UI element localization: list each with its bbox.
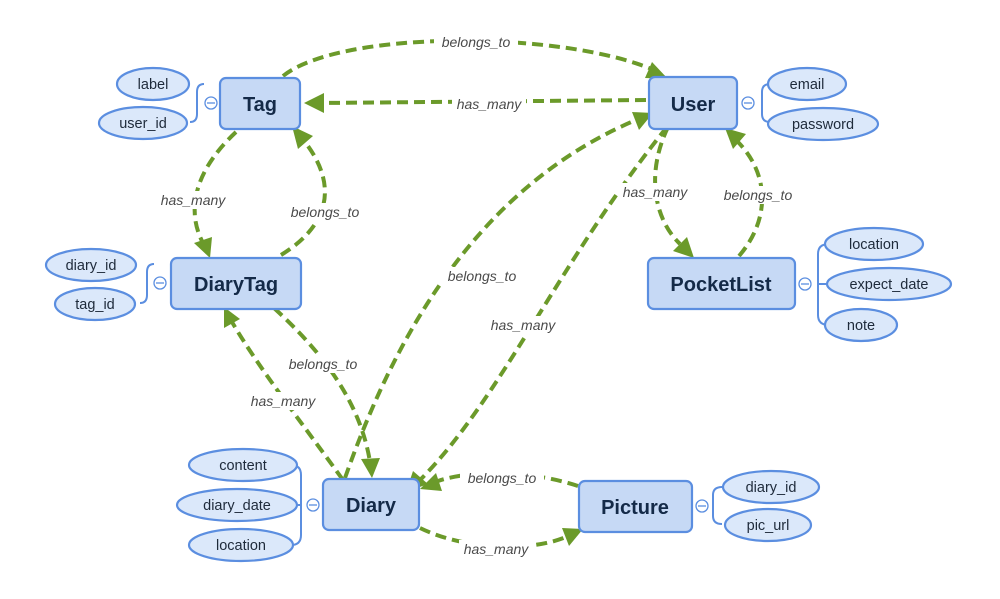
arrowhead [632, 112, 653, 130]
relation-diarytag-diary-belongs-to[interactable] [272, 306, 372, 463]
attribute-tag-id[interactable] [53, 286, 137, 322]
entity-user[interactable]: email password User [647, 66, 880, 142]
entity-tag[interactable]: label user_id Tag [97, 66, 302, 141]
attribute-location[interactable] [823, 226, 925, 262]
relation-diarytag-tag-belongs-to[interactable] [279, 140, 327, 257]
entity-box[interactable] [169, 256, 303, 311]
entity-title: Tag [243, 94, 277, 116]
attribute-text: tag_id [75, 297, 115, 313]
entity-box[interactable] [647, 75, 739, 131]
entity-picture[interactable]: diary_id pic_url Picture [577, 469, 821, 543]
entity-title: Diary [346, 495, 397, 517]
entity-box[interactable] [218, 76, 302, 131]
attribute-content[interactable] [187, 447, 299, 483]
arrowhead [562, 528, 583, 546]
bracket [139, 263, 155, 304]
arrowhead [673, 237, 694, 258]
attribute-text: diary_date [203, 498, 271, 514]
arrowhead [194, 237, 212, 258]
relation-label: has_many [491, 317, 557, 333]
arrowhead [645, 62, 668, 79]
bracket [761, 83, 771, 123]
attribute-diary-id[interactable] [721, 469, 821, 505]
relation-tag-diarytag-has-many[interactable] [192, 130, 238, 244]
relation-label: belongs_to [448, 268, 517, 284]
relation-label: has_many [161, 192, 227, 208]
attribute-text: location [216, 538, 266, 554]
relation-labels: belongs_to has_many has_many belongs_to … [156, 33, 800, 558]
entity-box[interactable] [646, 256, 797, 311]
bracket [712, 486, 723, 525]
attribute-text: pic_url [747, 518, 790, 534]
attribute-password[interactable] [766, 106, 880, 142]
relation-label: has_many [623, 184, 689, 200]
attribute-diary-date[interactable] [175, 487, 299, 523]
relation-label: has_many [251, 393, 317, 409]
entity-title: User [671, 94, 716, 116]
arrowhead [292, 126, 313, 149]
attribute-text: label [138, 77, 169, 93]
attribute-note[interactable] [823, 307, 899, 343]
attribute-text: diary_id [746, 480, 797, 496]
arrowhead [725, 128, 746, 149]
relation-label: belongs_to [724, 187, 793, 203]
entity-title: DiaryTag [194, 274, 278, 296]
relation-diary-user-belongs-to[interactable] [343, 118, 637, 479]
attribute-text: content [219, 458, 267, 474]
relation-label: has_many [464, 541, 530, 557]
relation-label: belongs_to [442, 34, 511, 50]
relation-label: belongs_to [289, 356, 358, 372]
entity-diarytag[interactable]: diary_id tag_id DiaryTag [44, 247, 303, 322]
entity-box[interactable] [577, 479, 694, 534]
entity-pocketlist[interactable]: location expect_date note PocketList [646, 226, 953, 343]
attribute-text: note [847, 318, 875, 334]
entity-diary[interactable]: content diary_date location Diary [175, 447, 421, 563]
attribute-user-id[interactable] [97, 105, 189, 141]
arrowhead [361, 458, 380, 478]
relation-label: belongs_to [291, 204, 360, 220]
arrowhead [224, 307, 240, 328]
attribute-text: email [790, 77, 825, 93]
attribute-text: diary_id [66, 258, 117, 274]
entity-title: Picture [601, 497, 669, 519]
relation-label: belongs_to [468, 470, 537, 486]
attribute-text: location [849, 237, 899, 253]
attribute-text: expect_date [849, 277, 928, 293]
attribute-pic-url[interactable] [723, 507, 813, 543]
arrowhead [304, 93, 324, 113]
relation-diary-picture-has-many[interactable] [419, 526, 567, 549]
arrowhead [420, 473, 442, 491]
entity-box[interactable] [321, 477, 421, 532]
bracket [189, 83, 205, 123]
attribute-label[interactable] [115, 66, 191, 102]
relation-user-diary-has-many[interactable] [418, 125, 669, 482]
entity-title: PocketList [670, 274, 771, 296]
attribute-diary-id[interactable] [44, 247, 138, 283]
relation-pocketlist-user-belongs-to[interactable] [736, 140, 765, 258]
relation-label: has_many [457, 96, 523, 112]
attribute-location[interactable] [187, 527, 295, 563]
attribute-text: user_id [119, 116, 167, 132]
attribute-expect-date[interactable] [825, 266, 953, 302]
attribute-email[interactable] [766, 66, 848, 102]
attribute-text: password [792, 117, 854, 133]
